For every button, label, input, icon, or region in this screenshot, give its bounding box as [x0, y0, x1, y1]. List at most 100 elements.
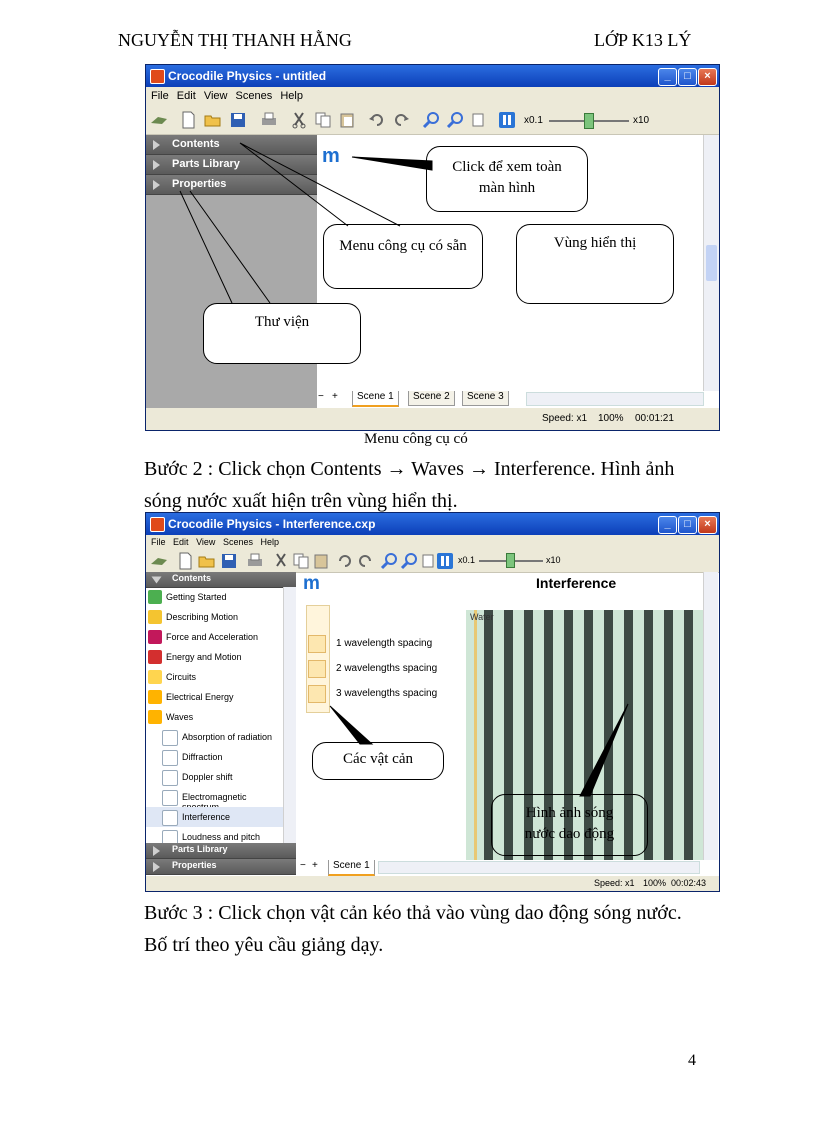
water-tank[interactable]: Water [466, 610, 703, 860]
undo-icon[interactable] [368, 111, 386, 129]
panel-properties[interactable]: Properties [146, 175, 317, 195]
crocodile-icon[interactable] [150, 552, 168, 570]
contents-scrollbar[interactable] [283, 587, 296, 843]
contents-item[interactable]: Energy and Motion [146, 647, 284, 667]
copy-icon[interactable] [292, 552, 310, 570]
maximize-button[interactable]: □ [678, 516, 697, 534]
waves-subitem[interactable]: Absorption of radiation [146, 727, 284, 747]
contents-item[interactable]: Electrical Energy [146, 687, 284, 707]
paste-icon[interactable] [338, 111, 356, 129]
zoom-out-icon[interactable] [446, 111, 464, 129]
open-folder-icon[interactable] [198, 552, 216, 570]
menu-view[interactable]: View [203, 90, 228, 102]
cut-icon[interactable] [272, 552, 290, 570]
wave-crest [484, 610, 493, 860]
panel-contents[interactable]: Contents [146, 135, 317, 155]
add-scene-button[interactable]: + [312, 860, 318, 871]
undo-icon[interactable] [336, 552, 354, 570]
crocodile-logo[interactable]: m [303, 573, 320, 594]
contents-item[interactable]: Describing Motion [146, 607, 284, 627]
redo-icon[interactable] [356, 552, 374, 570]
vertical-scrollbar[interactable] [703, 135, 719, 391]
menu-file[interactable]: File [151, 90, 169, 102]
contents-item[interactable]: Getting Started [146, 587, 284, 607]
water-label: Water [470, 612, 494, 622]
wave-crest [664, 610, 673, 860]
remove-scene-button[interactable]: − [300, 860, 306, 871]
panel-parts-library[interactable]: Parts Library [146, 843, 296, 859]
vertical-scrollbar[interactable] [703, 572, 718, 860]
waves-subitem[interactable]: Diffraction [146, 747, 284, 767]
contents-item-label: Circuits [166, 672, 197, 682]
barrier-1-icon[interactable] [308, 635, 326, 653]
speed-slider-thumb[interactable] [506, 553, 515, 568]
speed-slider-thumb[interactable] [584, 113, 594, 129]
save-icon[interactable] [229, 111, 247, 129]
add-scene-button[interactable]: + [332, 391, 338, 402]
horizontal-scrollbar[interactable] [378, 861, 700, 874]
menu-file[interactable]: File [151, 537, 166, 547]
zoom-in-icon[interactable] [380, 552, 398, 570]
menu-edit[interactable]: Edit [173, 537, 189, 547]
wave-source [474, 610, 477, 860]
waves-subitem[interactable]: Loudness and pitch [146, 827, 284, 843]
print-icon[interactable] [260, 111, 278, 129]
window-1-titlebar: Crocodile Physics - untitled _ □ × [146, 65, 719, 87]
menu-scenes[interactable]: Scenes [235, 90, 273, 102]
barrier-3-icon[interactable] [308, 685, 326, 703]
save-icon[interactable] [220, 552, 238, 570]
fit-icon[interactable] [470, 111, 488, 129]
status-speed: Speed: x1 [542, 413, 588, 424]
panel-parts-library[interactable]: Parts Library [146, 155, 317, 175]
menu-scenes[interactable]: Scenes [222, 537, 253, 547]
waves-subitem[interactable]: Interference [146, 807, 284, 827]
redo-icon[interactable] [392, 111, 410, 129]
status-zoom: 100% [598, 413, 624, 424]
panel-properties[interactable]: Properties [146, 859, 296, 875]
tab-scene-1[interactable]: Scene 1 [352, 391, 399, 407]
remove-scene-button[interactable]: − [318, 391, 324, 402]
close-button[interactable]: × [698, 516, 717, 534]
minimize-button[interactable]: _ [658, 68, 677, 86]
print-icon[interactable] [246, 552, 264, 570]
open-folder-icon[interactable] [204, 111, 222, 129]
zoom-out-icon[interactable] [400, 552, 418, 570]
menu-edit[interactable]: Edit [176, 90, 196, 102]
new-file-icon[interactable] [179, 111, 197, 129]
waves-subitem[interactable]: Doppler shift [146, 767, 284, 787]
wave-crest [584, 610, 593, 860]
fit-icon[interactable] [420, 552, 438, 570]
maximize-button[interactable]: □ [678, 68, 697, 86]
waves-subitem-label: Loudness and pitch [182, 832, 261, 842]
app-icon [150, 517, 165, 532]
tab-scene-2[interactable]: Scene 2 [408, 391, 455, 406]
pause-icon[interactable] [436, 552, 454, 570]
menu-help[interactable]: Help [260, 537, 279, 547]
contents-item[interactable]: Waves [146, 707, 284, 727]
zoom-in-icon[interactable] [422, 111, 440, 129]
menu-help[interactable]: Help [280, 90, 303, 102]
menu-view[interactable]: View [196, 537, 216, 547]
paste-icon[interactable] [312, 552, 330, 570]
app-window-1: Crocodile Physics - untitled _ □ × File … [145, 64, 720, 431]
barrier-2-icon[interactable] [308, 660, 326, 678]
tab-scene-3[interactable]: Scene 3 [462, 391, 509, 406]
window-1-title: Crocodile Physics - untitled [168, 69, 327, 83]
minimize-button[interactable]: _ [658, 516, 677, 534]
speed-min-label: x0.1 [458, 555, 476, 565]
copy-icon[interactable] [314, 111, 332, 129]
contents-item[interactable]: Circuits [146, 667, 284, 687]
scroll-thumb[interactable] [706, 245, 717, 281]
absorption-icon [162, 730, 178, 746]
electrical-icon [148, 690, 162, 704]
panel-contents[interactable]: Contents [146, 572, 296, 588]
crocodile-logo[interactable]: m [322, 145, 340, 167]
close-button[interactable]: × [698, 68, 717, 86]
new-file-icon[interactable] [176, 552, 194, 570]
cut-icon[interactable] [290, 111, 308, 129]
horizontal-scrollbar[interactable] [526, 392, 704, 406]
contents-item[interactable]: Force and Acceleration [146, 627, 284, 647]
crocodile-icon[interactable] [150, 111, 168, 129]
tab-scene-1[interactable]: Scene 1 [328, 860, 375, 876]
pause-icon[interactable] [498, 111, 516, 129]
